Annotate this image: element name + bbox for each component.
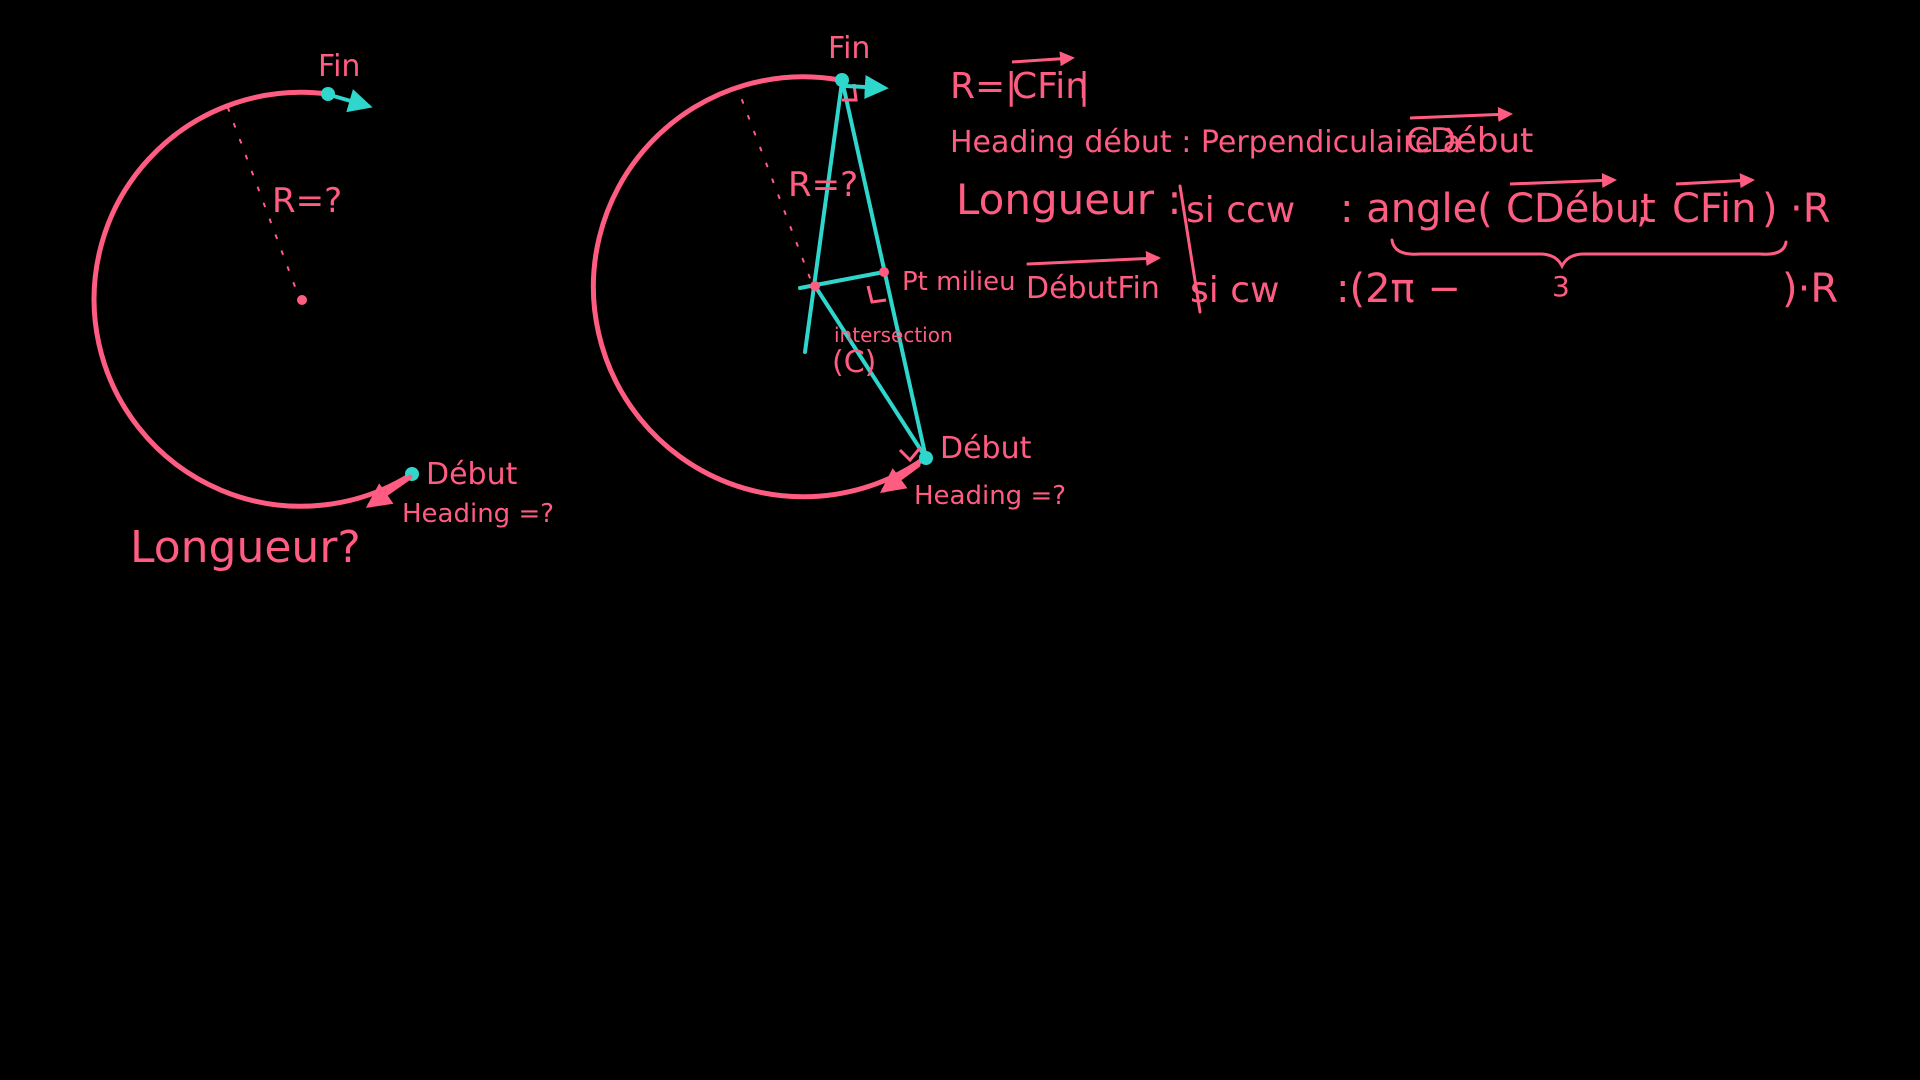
note-heading-text: Heading début : Perpendiculaire à	[950, 125, 1461, 160]
left-arc	[91, 89, 415, 509]
left-debut-heading-arrow	[365, 474, 413, 508]
right-midpoint-vector-arrow	[1026, 251, 1161, 267]
right-heading-label: Heading =?	[914, 481, 1066, 511]
right-midpoint-label: Pt milieu	[902, 267, 1016, 297]
right-fin-normal-line	[803, 80, 844, 354]
note-case1-expr-end: )	[1762, 186, 1778, 232]
right-debut-point	[919, 451, 933, 465]
note-radius-prefix: R=|	[950, 66, 1017, 107]
note-case2-expr: :(2π −	[1336, 266, 1461, 312]
left-debut-label: Début	[426, 457, 518, 492]
note-radius-vector-arrow	[1011, 51, 1075, 67]
note-case-bar	[1178, 184, 1202, 314]
left-longueur-label: Longueur?	[130, 522, 361, 573]
note-case1-vec1: CDébut	[1506, 186, 1656, 232]
left-fin-heading-arrow	[328, 89, 373, 113]
right-radius-label: R=?	[788, 165, 858, 205]
right-midpoint-dot	[879, 267, 889, 277]
note-case2-condition: si cw	[1190, 270, 1279, 311]
note-case2-mult: )·R	[1782, 266, 1838, 312]
note-case1-vec2-arrow	[1675, 173, 1755, 189]
left-center-dot	[297, 295, 307, 305]
right-center-label: (C)	[832, 345, 876, 380]
left-radius-dashed	[227, 107, 301, 301]
right-debut-label: Début	[940, 431, 1032, 466]
note-heading-vector-arrow	[1409, 106, 1513, 122]
right-fin-point	[835, 73, 849, 87]
right-midpoint-vector-label: DébutFin	[1026, 271, 1160, 306]
note-case1-comma: ,	[1636, 186, 1649, 232]
right-radius-dashed	[741, 99, 814, 287]
right-center-dot	[810, 281, 820, 291]
left-radius-label: R=?	[272, 181, 342, 221]
note-case1-brace	[1390, 238, 1788, 270]
note-length-label: Longueur :	[956, 175, 1181, 224]
left-fin-label: Fin	[318, 49, 360, 84]
notes: R=| CFin | Heading début : Perpendiculai…	[950, 51, 1838, 314]
right-debut-heading-arrow	[879, 462, 921, 493]
right-angle-mark-fin	[842, 83, 858, 102]
right-center-to-debut-line	[813, 284, 928, 460]
right-arc	[590, 74, 928, 500]
right-angle-mark-midpoint	[866, 285, 887, 304]
note-radius-suffix: |	[1078, 66, 1090, 107]
note-case1-vec2: CFin	[1672, 186, 1757, 232]
right-figure: Fin R=? Pt milieu DébutFin intersection …	[590, 31, 1161, 511]
right-intersection-label: intersection	[834, 323, 953, 347]
right-angle-mark-debut	[898, 447, 922, 463]
left-figure: Fin R=? Début Heading =? Longueur?	[91, 49, 554, 573]
note-case1-condition: si ccw	[1186, 190, 1295, 231]
note-heading-vector: CDébut	[1406, 121, 1533, 161]
note-case2-brace-mark: 3	[1552, 270, 1570, 303]
note-radius-vector: CFin	[1012, 66, 1088, 107]
left-heading-label: Heading =?	[402, 499, 554, 529]
note-case1-mult: ·R	[1790, 186, 1831, 232]
note-case1-vec1-arrow	[1509, 172, 1617, 188]
right-fin-heading-arrow	[844, 75, 889, 99]
right-fin-label: Fin	[828, 31, 870, 66]
note-case1-expr-start: : angle(	[1340, 186, 1493, 232]
